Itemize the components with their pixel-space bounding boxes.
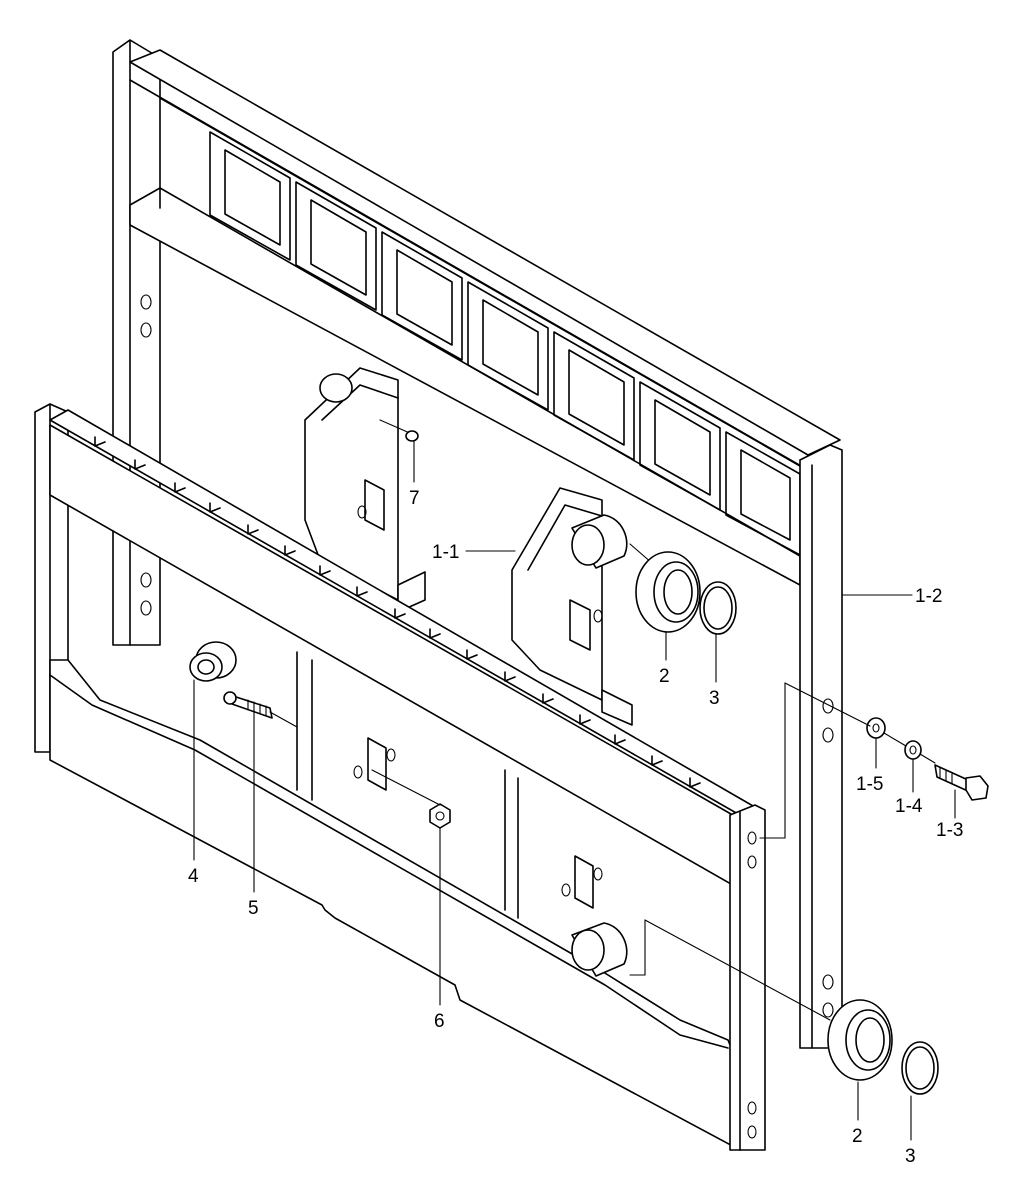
bearing-upper: [635, 551, 701, 633]
callout-2-lower: 2: [852, 1126, 863, 1147]
hex-nut: [429, 803, 451, 829]
callout-1-1: 1-1: [432, 542, 459, 563]
front-carriage: [34, 403, 766, 1151]
rear-frame-right-upright: [799, 444, 843, 1049]
leader-lines: [193, 440, 956, 1141]
callout-3-lower: 3: [905, 1146, 916, 1167]
callout-1-5: 1-5: [856, 774, 883, 795]
rear-frame: [112, 39, 843, 1049]
carriage-notches: [94, 436, 701, 788]
callout-1-4: 1-4: [895, 796, 923, 817]
washer-1-4: [904, 740, 922, 760]
callout-4: 4: [188, 866, 199, 887]
callout-labels: 1-1 1-2 1-3 1-4 1-5 2 3 2 3 4 5 6 7: [188, 488, 963, 1167]
carriage-bottom-bar: [49, 659, 741, 1151]
carriage-right-upright: [729, 804, 766, 1151]
snap-ring-upper: [699, 581, 737, 635]
snap-ring-lower: [901, 1041, 939, 1095]
callout-1-3: 1-3: [936, 820, 963, 841]
callout-2-upper: 2: [659, 666, 670, 687]
rear-frame-top-rail: [129, 49, 841, 456]
rear-frame-windows: [209, 131, 801, 556]
grease-fitting: [405, 430, 419, 442]
threaded-stud: [223, 691, 273, 719]
callout-7: 7: [409, 488, 420, 509]
bearing-lower: [827, 999, 893, 1081]
washer-1-5: [866, 717, 886, 739]
callout-3-upper: 3: [709, 688, 720, 709]
callout-5: 5: [248, 898, 259, 919]
assembly-lines: [269, 682, 936, 1021]
lower-pivot-bracket: [511, 487, 661, 726]
bolt-1-3: [934, 764, 989, 801]
callout-6: 6: [434, 1011, 445, 1032]
roller-assembly: [189, 641, 237, 682]
callout-1-2: 1-2: [915, 586, 942, 607]
